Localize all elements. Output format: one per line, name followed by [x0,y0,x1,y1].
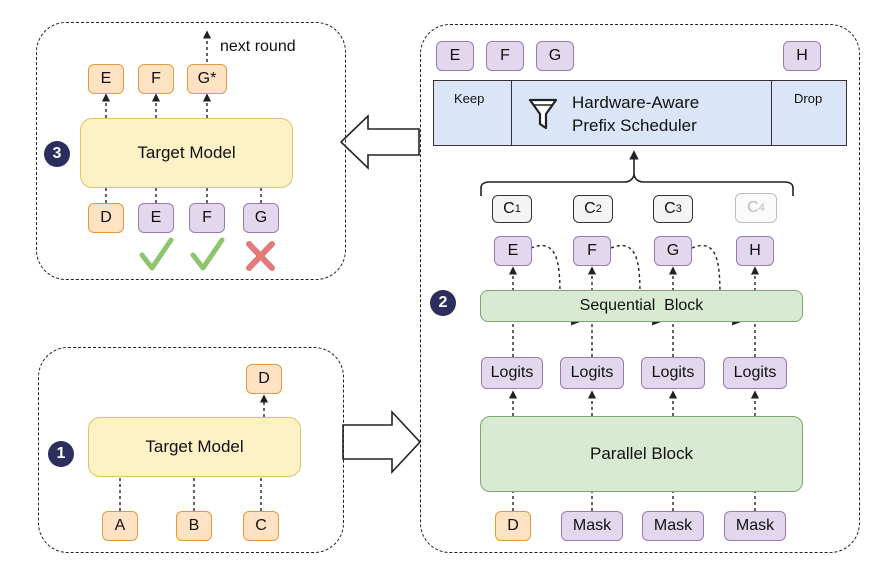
p3-input-token: D [88,203,124,233]
dropped-token: H [783,41,821,71]
p1-input-token: A [102,511,138,541]
draft-token: F [573,236,611,266]
candidate-label: C [584,200,596,217]
candidate-label: C [747,199,759,216]
p1-input-token: C [243,511,279,541]
mask-token: Mask [642,511,704,541]
prefix-scheduler: Keep Hardware-Aware Prefix Scheduler Dro… [433,80,847,146]
p3-input-token: F [189,203,225,233]
mask-token: Mask [724,511,786,541]
filter-funnel-icon [528,98,558,130]
draft-token: H [736,236,774,266]
scheduler-title-line2: Prefix Scheduler [572,116,697,135]
logits-box: Logits [641,357,705,389]
candidate-subscript: 3 [675,203,682,215]
target-model-3: Target Model [80,118,293,188]
parallel-block: Parallel Block [480,416,803,492]
step-badge-3: 3 [44,141,70,167]
sequential-block: Sequential Block [480,290,803,322]
logits-box: Logits [723,357,787,389]
target-model-1: Target Model [88,417,301,477]
step-badge-2: 2 [430,290,456,316]
scheduler-drop-cell: Drop [771,81,846,145]
mask-token: Mask [561,511,623,541]
p3-input-token: E [138,203,174,233]
p3-output-token: E [88,64,124,94]
scheduler-title-line1: Hardware-Aware [572,93,700,112]
kept-token: F [486,41,524,71]
next-round-label: next round [220,38,296,55]
candidate-subscript: 1 [514,203,521,215]
step-badge-1: 1 [48,441,74,467]
candidate-label: C [503,200,515,217]
scheduler-drop-label: Drop [794,91,823,106]
draft-token: G [654,236,692,266]
p1-output-token: D [246,364,282,394]
panel-step-2 [420,24,860,553]
panel-step-3 [36,22,346,280]
panel-step-1 [38,347,344,553]
p2-input-token: D [495,511,531,541]
candidate-label: C [664,200,676,217]
logits-box: Logits [481,357,543,389]
candidate-subscript: 2 [595,203,602,215]
arrow-panel1-to-panel2 [342,409,422,475]
candidate-subscript: 4 [758,202,765,214]
draft-token: E [494,236,532,266]
p1-input-token: B [176,511,212,541]
p3-output-token: F [138,64,174,94]
scheduler-keep-cell: Keep [434,81,512,145]
scheduler-keep-label: Keep [454,91,485,106]
kept-token: G [536,41,574,71]
arrow-panel2-to-panel3 [339,114,420,170]
p3-input-token: G [243,203,279,233]
p3-output-token: G* [187,64,227,94]
scheduler-title-cell: Hardware-Aware Prefix Scheduler [512,81,771,145]
kept-token: E [436,41,474,71]
logits-box: Logits [560,357,624,389]
